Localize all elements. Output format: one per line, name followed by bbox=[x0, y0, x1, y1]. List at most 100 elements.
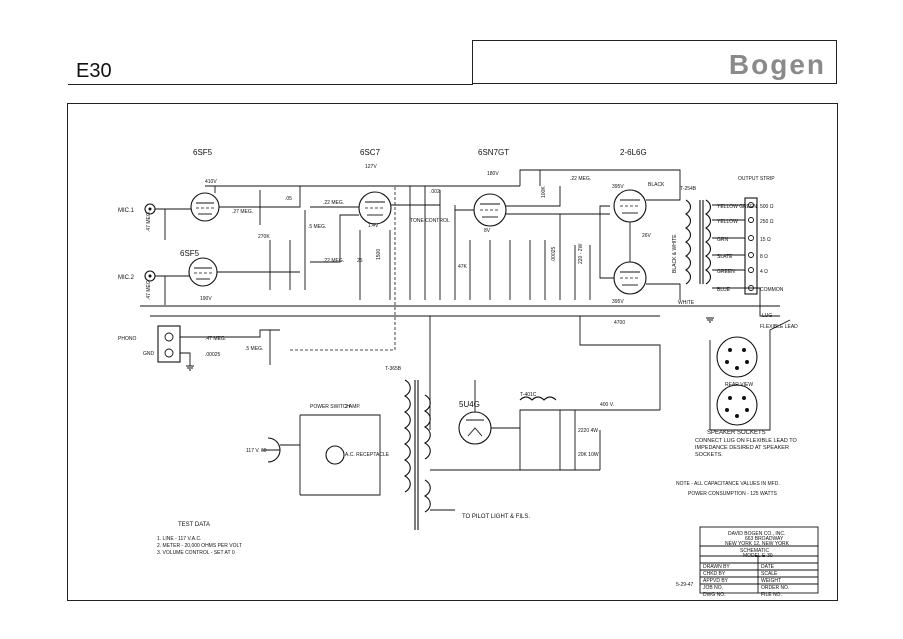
wire-color-label: BLACK bbox=[648, 182, 665, 188]
resistor-label: 4700 bbox=[614, 320, 625, 326]
tube-v5a bbox=[613, 189, 647, 223]
capacitance-note: NOTE - ALL CAPACITANCE VALUES IN MFD. bbox=[676, 481, 780, 487]
resistor-label: .5 MEG. bbox=[245, 346, 263, 352]
volt-label: 127V bbox=[365, 164, 377, 170]
resistor-label: 20K 10W bbox=[578, 452, 599, 458]
speaker-note-wrap: CONNECT LUG ON FLEXIBLE LEAD TO IMPEDANC… bbox=[695, 438, 797, 458]
volt-label: 400 V. bbox=[600, 402, 614, 408]
date-mark: 5-29-47 bbox=[676, 582, 693, 588]
tb-row-label: DWG NO. bbox=[703, 592, 726, 598]
volt-label: 1.4V bbox=[368, 223, 379, 229]
resistor-label: .47 MEG. bbox=[205, 336, 226, 342]
tap-wire-label: SLATE bbox=[717, 254, 733, 260]
volt-label: 8V bbox=[484, 228, 491, 234]
tube-v2 bbox=[188, 257, 218, 287]
tb-row-label: CHKD BY bbox=[703, 571, 726, 577]
tap-ohms-label: 8 Ω bbox=[760, 254, 768, 260]
mains-label: 117 V. 60~ bbox=[246, 448, 270, 454]
resistor-label: 2220 4W bbox=[578, 428, 598, 434]
tap-wire-label: YELLOW bbox=[717, 219, 738, 225]
tb-row-label: APPVD BY bbox=[703, 578, 729, 584]
mic2-label: MIC.2 bbox=[118, 275, 135, 281]
speaker-sockets-title: SPEAKER SOCKETS bbox=[707, 430, 766, 436]
capacitor-label: .002 bbox=[430, 189, 440, 195]
resistor-label: 47K bbox=[458, 264, 468, 270]
brand-logo: Bogen bbox=[728, 49, 826, 80]
lug-label: LUG bbox=[762, 313, 772, 319]
tap-wire-label: GREEN bbox=[717, 269, 735, 275]
tap-ohms-label: COMMON bbox=[760, 287, 784, 293]
tube-label-v1: 6SF5 bbox=[193, 148, 213, 157]
switch-label: POWER SWITCH bbox=[310, 404, 350, 410]
tube-rectifier bbox=[458, 411, 492, 445]
tap-wire-label: BLUE bbox=[717, 287, 731, 293]
capacitor-label: .05 bbox=[285, 196, 292, 202]
tap-wire-label: GRN bbox=[717, 237, 729, 243]
tube-label-rect: 5U4G bbox=[459, 400, 480, 409]
rear-view-label: REAR VIEW bbox=[725, 382, 753, 388]
resistor-label: .22 MEG. bbox=[323, 258, 344, 264]
speaker-note: CONNECT LUG ON FLEXIBLE LEAD TO IMPEDANC… bbox=[695, 438, 797, 458]
mic1-label: MIC.1 bbox=[118, 208, 135, 214]
tb-row-label: JOB NO. bbox=[703, 585, 723, 591]
tb-side-label: ORDER NO. bbox=[761, 585, 789, 591]
transformer-label: T-365B bbox=[385, 366, 402, 372]
fuse-label: 2 AMP. bbox=[345, 404, 360, 410]
output-strip bbox=[744, 197, 758, 295]
company-city: NEW YORK 12, NEW YORK bbox=[725, 541, 790, 547]
brand-box: Bogen bbox=[472, 40, 837, 84]
tb-side-label: FILE NO. bbox=[761, 592, 782, 598]
tube-label-v5: 2-6L6G bbox=[620, 148, 647, 157]
company-address: 663 BROADWAY bbox=[745, 536, 784, 542]
resistor-label: .27 MEG. bbox=[232, 209, 253, 215]
tone-control-label: TONE CONTROL bbox=[410, 218, 450, 224]
volt-label: 190V bbox=[200, 296, 212, 302]
resistor-label: .47 MEG. bbox=[146, 211, 152, 232]
test-data-line: 3. VOLUME CONTROL - SET AT 0 bbox=[157, 550, 235, 556]
tap-ohms-label: 4 Ω bbox=[760, 269, 768, 275]
tb-side-label: WEIGHT bbox=[761, 578, 781, 584]
volt-label: 395V bbox=[612, 184, 624, 190]
test-data-title: TEST DATA bbox=[178, 522, 210, 528]
gnd-label: GND bbox=[143, 351, 155, 357]
title-block bbox=[699, 526, 819, 594]
power-note: POWER CONSUMPTION - 125 WATTS bbox=[688, 491, 778, 497]
pilot-label: TO PILOT LIGHT & FILS. bbox=[462, 514, 530, 520]
tb-row-label: DRAWN BY bbox=[703, 564, 730, 570]
header-rule bbox=[68, 84, 473, 85]
wire-color-label: WHITE bbox=[678, 300, 695, 306]
resistor-label: 270K bbox=[258, 234, 270, 240]
test-data-line: 2. METER - 20,000 OHMS PER VOLT bbox=[157, 543, 242, 549]
tap-ohms-label: 500 Ω bbox=[760, 204, 774, 210]
resistor-label: .22 MEG. bbox=[323, 200, 344, 206]
tube-v1 bbox=[190, 192, 220, 222]
volt-label: 26V bbox=[642, 233, 652, 239]
resistor-label: .47 MEG. bbox=[146, 279, 152, 300]
wire-color-label: BLACK & WHITE bbox=[672, 234, 678, 273]
capacitor-label: 25 bbox=[357, 258, 363, 264]
resistor-label: .5 MEG. bbox=[308, 224, 326, 230]
company-name: DAVID BOGEN CO., INC. bbox=[728, 531, 785, 537]
tube-v5b bbox=[613, 261, 647, 295]
output-strip-title: OUTPUT STRIP bbox=[738, 176, 775, 182]
volt-label: 395V bbox=[612, 299, 624, 305]
tap-ohms-label: 15 Ω bbox=[760, 237, 771, 243]
drawing-title: SCHEMATIC bbox=[740, 548, 769, 554]
receptacle-label: A.C. RECEPTACLE bbox=[345, 452, 390, 458]
test-data-line: 1. LINE - 117 V.A.C. bbox=[157, 536, 201, 542]
wiring bbox=[140, 169, 791, 530]
tap-ohms-label: 250 Ω bbox=[760, 219, 774, 225]
phono-label: PHONO bbox=[118, 336, 136, 342]
choke-label: T-401C bbox=[520, 392, 537, 398]
tube-v4 bbox=[473, 193, 507, 227]
capacitor-label: .00025 bbox=[551, 246, 557, 262]
resistor-label: 220 - 2W bbox=[578, 243, 584, 264]
phono-jack bbox=[157, 325, 181, 363]
tb-side-label: DATE bbox=[761, 564, 775, 570]
tube-label-v4: 6SN7GT bbox=[478, 148, 509, 157]
tube-v3 bbox=[358, 191, 392, 225]
resistor-label: .22 MEG. bbox=[570, 176, 591, 182]
volt-label: 180V bbox=[487, 171, 499, 177]
schematic-frame bbox=[67, 103, 838, 601]
